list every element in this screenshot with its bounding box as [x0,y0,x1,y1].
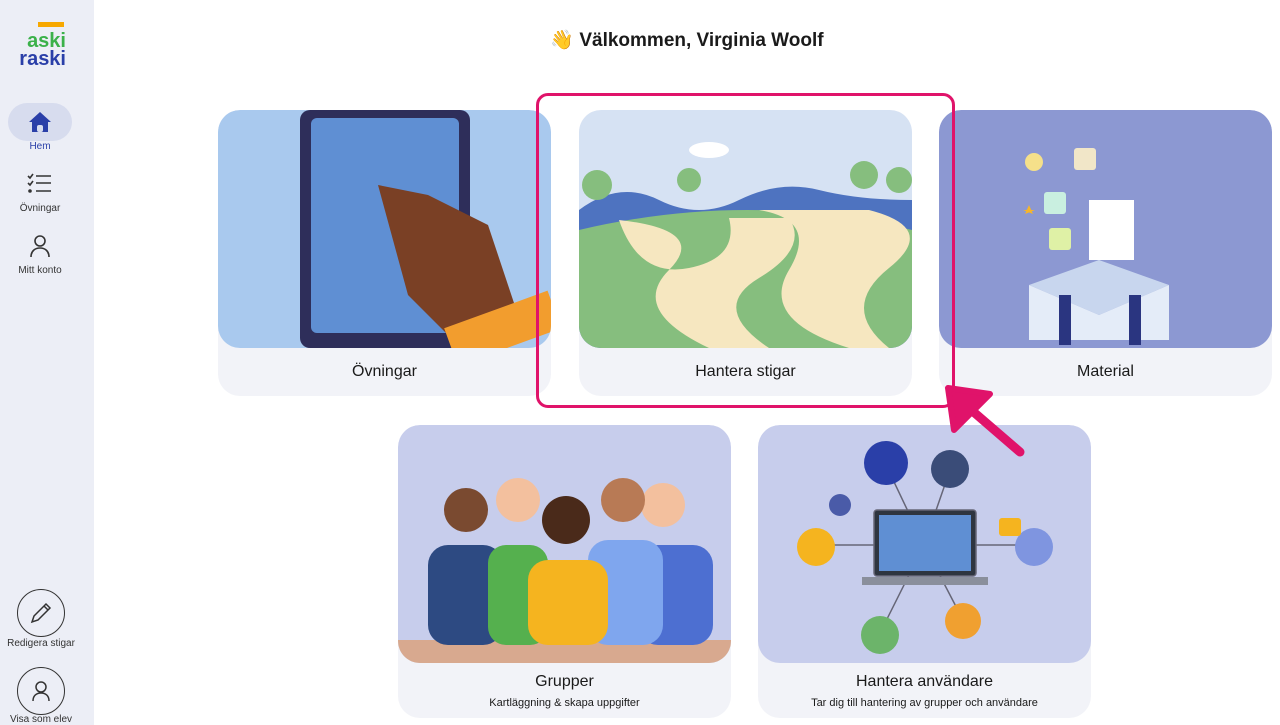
card-grupper[interactable]: Grupper Kartläggning & skapa uppgifter [398,425,731,718]
visa-som-elev-label[interactable]: Visa som elev [9,714,73,725]
user-network-illustration [758,425,1091,663]
gift-box-illustration [939,110,1272,348]
student-icon[interactable] [17,667,65,715]
redigera-stigar-label[interactable]: Redigera stigar [7,638,75,649]
page-title: 👋 Välkommen, Virginia Woolf [550,30,824,51]
card-ovningar[interactable]: Övningar [218,110,551,396]
paths-illustration [579,110,912,348]
card-hantera-stigar[interactable]: Hantera stigar [579,110,912,396]
sidebar-item-mitt-konto[interactable]: Mitt konto [0,227,80,276]
arrow-icon [945,385,1025,457]
card-material[interactable]: Material [939,110,1272,396]
highlight-box [536,93,955,408]
card-hantera-anvandare[interactable]: Hantera användare Tar dig till hantering… [758,425,1091,718]
group-illustration [398,425,731,663]
tablet-illustration [218,110,551,348]
checklist-icon [8,165,72,203]
sidebar-item-hem[interactable]: Hem [0,103,80,152]
user-icon [8,227,72,265]
waving-hand-icon: 👋 [550,30,580,51]
pencil-icon[interactable] [17,589,65,637]
sidebar-item-ovningar[interactable]: Övningar [0,165,80,214]
home-icon [8,103,72,141]
